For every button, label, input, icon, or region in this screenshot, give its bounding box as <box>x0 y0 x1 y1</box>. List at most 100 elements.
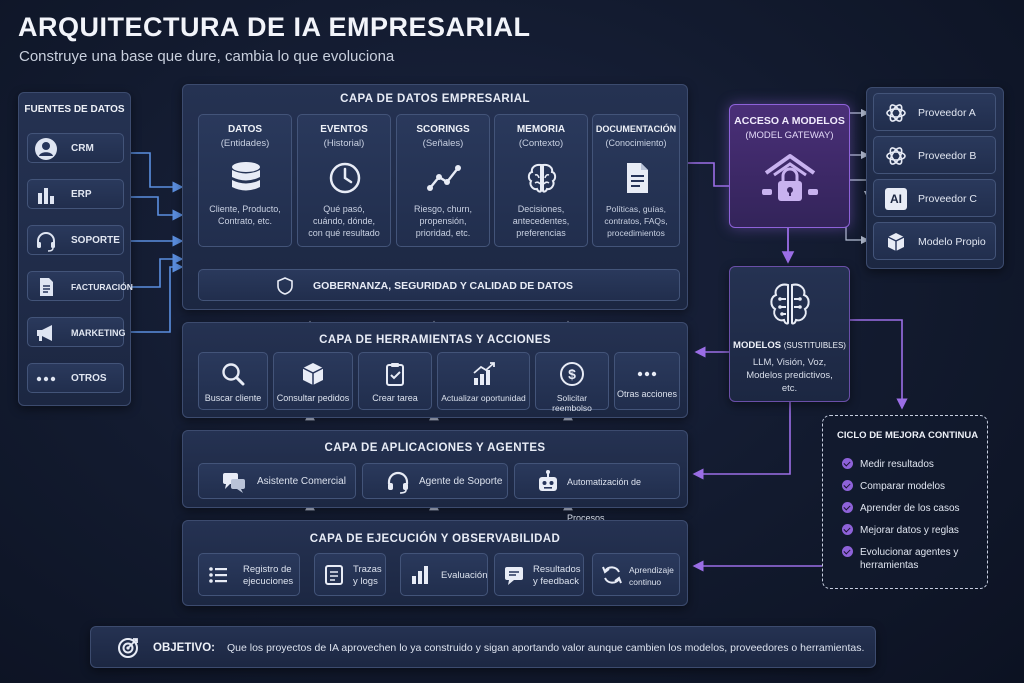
column-title: DOCUMENTACIÓN <box>595 124 677 134</box>
apps-layer-title: CAPA DE APLICACIONES Y AGENTES <box>324 442 546 454</box>
provider-c[interactable]: AI Proveedor C <box>873 179 996 217</box>
source-facturacion[interactable]: FACTURACIÓN <box>27 271 133 301</box>
source-label: OTROS <box>71 373 107 384</box>
provider-label: Proveedor A <box>918 107 976 119</box>
governance-bar[interactable]: GOBERNANZA, SEGURIDAD Y CALIDAD DE DATOS <box>198 269 680 301</box>
gateway-title: ACCESO A MODELOS <box>734 115 845 127</box>
column-subtitle: (Señales) <box>422 138 464 149</box>
cycle-item: Medir resultados <box>842 458 934 471</box>
list-icon <box>209 567 227 583</box>
exec-label-line: ejecuciones <box>243 575 294 587</box>
provider-label: Modelo Propio <box>918 236 986 248</box>
column-desc-line: prioridad, etc. <box>415 228 471 238</box>
source-label: CRM <box>71 143 94 154</box>
models-desc-line: LLM, Visión, Voz, <box>752 357 827 368</box>
brain-circuit-icon <box>770 283 810 325</box>
brain-icon <box>527 163 557 193</box>
exec-evaluacion[interactable]: Evaluación <box>400 553 488 596</box>
file-icon <box>627 163 648 193</box>
column-desc-line: contratos, FAQs, <box>604 216 668 226</box>
exec-label-line: Resultados <box>533 563 581 575</box>
cycle-item-label: Medir resultados <box>860 459 934 470</box>
source-label: MARKETING <box>71 328 126 338</box>
exec-label-line: continuo <box>629 576 662 587</box>
column-desc-line: con qué resultado <box>308 228 380 238</box>
column-desc-line: procedimientos <box>607 228 665 238</box>
column-title: DATOS <box>227 124 263 135</box>
column-desc-line: Riesgo, churn, <box>413 204 473 214</box>
app-label: Agente de Soporte <box>419 476 503 487</box>
trend-line-icon <box>427 165 461 191</box>
robot-icon <box>539 470 557 491</box>
exec-label-line: Aprendizaje <box>629 564 674 575</box>
clipboard-icon <box>386 363 404 386</box>
column-subtitle: (Contexto) <box>518 138 564 149</box>
source-crm[interactable]: CRM <box>27 133 124 163</box>
data-layer-title: CAPA DE DATOS EMPRESARIAL <box>340 93 530 105</box>
tool-label: Solicitar reembolso <box>552 393 592 413</box>
megaphone-icon <box>37 325 52 341</box>
column-desc-line: Políticas, guías, <box>605 204 666 214</box>
bars-icon <box>412 566 428 584</box>
shield-icon <box>277 277 293 295</box>
lock-gateway-icon <box>762 154 818 201</box>
log-icon <box>325 565 343 585</box>
cube-icon <box>887 233 905 251</box>
tool-label: Otras acciones <box>616 389 678 399</box>
gateway-subtitle: (MODEL GATEWAY) <box>745 130 834 141</box>
tool-buscar-cliente[interactable]: Buscar cliente <box>198 352 268 410</box>
app-asistente-comercial[interactable]: Asistente Comercial <box>198 463 356 499</box>
objective-label: OBJETIVO: <box>153 642 215 654</box>
provider-modelo-propio[interactable]: Modelo Propio <box>873 222 996 260</box>
app-label: Automatización de Procesos <box>567 477 642 523</box>
data-sources-panel: FUENTES DE DATOS CRM ERP SOPORTE FACTURA… <box>18 92 133 406</box>
app-agente-soporte[interactable]: Agente de Soporte <box>362 463 508 499</box>
tool-actualizar-oportunidad[interactable]: Actualizar oportunidad <box>437 352 530 410</box>
page-title: ARQUITECTURA DE IA EMPRESARIAL <box>18 12 531 42</box>
tool-label: Consultar pedidos <box>276 393 350 403</box>
cycle-title: CICLO DE MEJORA CONTINUA <box>837 430 979 441</box>
model-gateway-panel[interactable]: ACCESO A MODELOS (MODEL GATEWAY) <box>729 104 850 228</box>
provider-b[interactable]: Proveedor B <box>873 136 996 174</box>
data-column-datos[interactable]: DATOS (Entidades) Cliente, Producto, Con… <box>198 114 292 247</box>
source-marketing[interactable]: MARKETING <box>27 317 126 347</box>
ai-text-icon: AI <box>885 188 907 210</box>
column-desc-line: Qué pasó, <box>323 204 365 214</box>
provider-a[interactable]: Proveedor A <box>873 93 996 131</box>
tool-solicitar-reembolso[interactable]: $ Solicitar reembolso <box>535 352 609 413</box>
column-desc-line: propensión, <box>419 216 467 226</box>
search-icon <box>222 363 245 386</box>
exec-label-line: y feedback <box>533 575 579 587</box>
source-label: SOPORTE <box>71 235 120 246</box>
bar-chart-icon <box>38 188 54 204</box>
data-column-eventos[interactable]: EVENTOS (Historial) Qué pasó, cuándo, dó… <box>297 114 391 247</box>
target-icon <box>118 638 138 658</box>
app-automatizacion-procesos[interactable]: Automatización de Procesos <box>514 463 680 523</box>
cycle-item-label: Mejorar datos y reglas <box>860 525 959 536</box>
check-icon <box>842 524 853 535</box>
source-otros[interactable]: OTROS <box>27 363 124 393</box>
cycle-item: Aprender de los casos <box>842 502 960 515</box>
source-erp[interactable]: ERP <box>27 179 124 209</box>
column-subtitle: (Conocimiento) <box>605 138 667 148</box>
models-desc-line: etc. <box>781 383 798 394</box>
tool-crear-tarea[interactable]: Crear tarea <box>358 352 432 410</box>
models-panel[interactable]: MODELOS (SUSTITUIBLES) LLM, Visión, Voz,… <box>729 266 850 402</box>
chat-icon <box>223 473 245 493</box>
column-title: MEMORIA <box>516 124 566 135</box>
column-subtitle: (Entidades) <box>220 138 270 149</box>
source-soporte[interactable]: SOPORTE <box>27 225 124 255</box>
exec-label-line: Trazas <box>353 563 382 575</box>
objective-text: Que los proyectos de IA aprovechen lo ya… <box>227 642 865 654</box>
tool-otras-acciones[interactable]: Otras acciones <box>614 352 680 410</box>
data-column-documentacion[interactable]: DOCUMENTACIÓN (Conocimiento) Políticas, … <box>592 114 680 247</box>
data-column-memoria[interactable]: MEMORIA (Contexto) Decisiones, anteceden… <box>494 114 588 247</box>
tool-consultar-pedidos[interactable]: Consultar pedidos <box>273 352 353 410</box>
column-desc-line: Contrato, etc. <box>217 216 273 226</box>
check-icon <box>842 480 853 491</box>
data-column-scorings[interactable]: SCORINGS (Señales) Riesgo, churn, propen… <box>396 114 490 247</box>
